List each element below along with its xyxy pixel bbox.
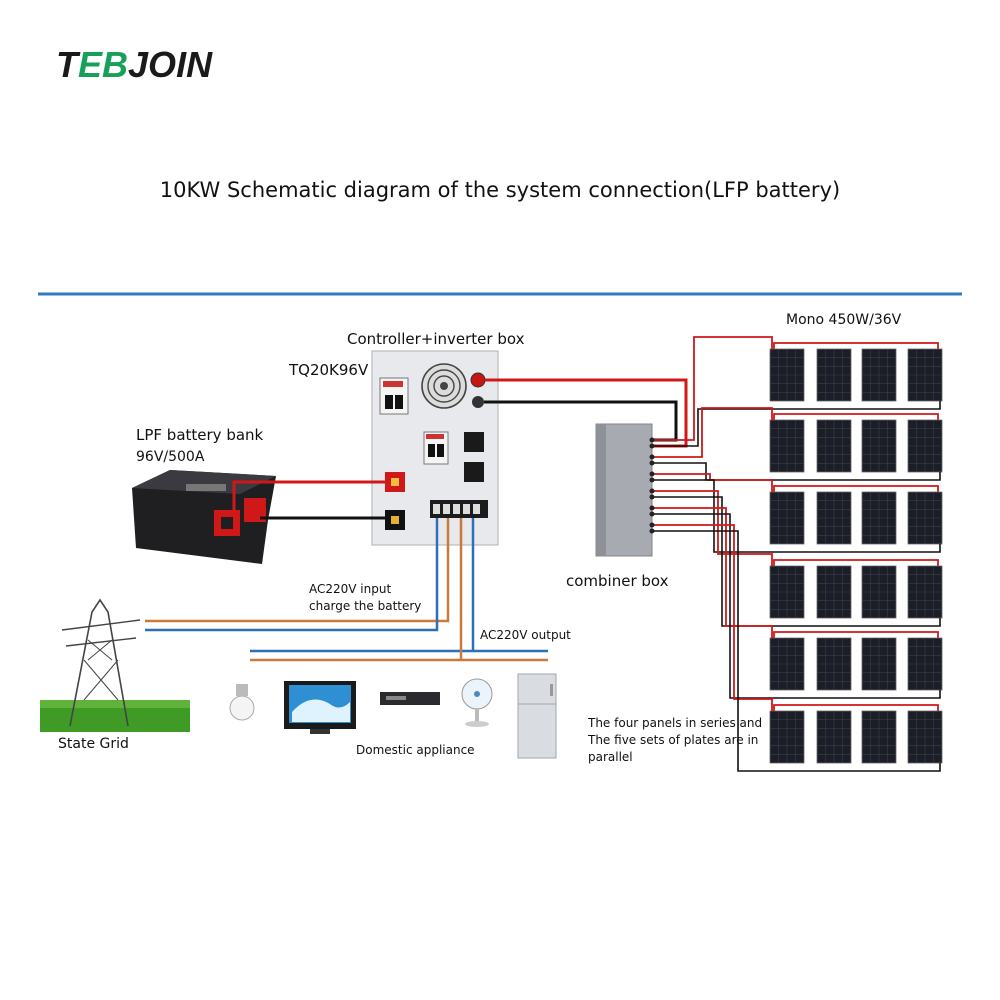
pv-positive-terminal: [470, 372, 486, 388]
note-line-1: The four panels in series and: [588, 716, 763, 730]
solar-array: [649, 336, 943, 772]
state-grid-label: State Grid: [58, 736, 129, 752]
dvd-player-icon: [380, 692, 440, 705]
panel-spec-label: Mono 450W/36V: [786, 312, 902, 328]
controller-inverter-box: [371, 350, 499, 546]
fan-grille-icon: [421, 363, 467, 409]
light-bulb-icon: [229, 684, 255, 721]
brand-logo-text: TEBJOIN: [56, 44, 213, 85]
refrigerator-icon: [517, 673, 557, 759]
controller-box-label: Controller+inverter box: [347, 330, 525, 348]
note-line-3: parallel: [588, 750, 633, 764]
transmission-tower-icon: [40, 598, 190, 732]
note-line-2: The five sets of plates are in: [588, 733, 759, 747]
ac-input-label-1: AC220V input: [309, 582, 392, 596]
domestic-appliance-label: Domestic appliance: [356, 743, 475, 757]
ac-output-label: AC220V output: [480, 628, 571, 642]
model-label: TQ20K96V: [289, 361, 369, 379]
pv-negative-terminal: [472, 396, 484, 408]
combiner-box: [595, 423, 653, 557]
brand-logo: TEBJOIN: [56, 44, 212, 86]
ac-input-label-2: charge the battery: [309, 599, 422, 613]
television-icon: [284, 681, 356, 734]
battery-spec-label: 96V/500A: [136, 449, 205, 465]
battery-name-label: LPF battery bank: [136, 426, 264, 444]
electric-fan-icon: [461, 678, 493, 727]
combiner-label: combiner box: [566, 572, 669, 590]
page-title: 10KW Schematic diagram of the system con…: [159, 178, 841, 202]
battery-bank: [132, 470, 276, 564]
